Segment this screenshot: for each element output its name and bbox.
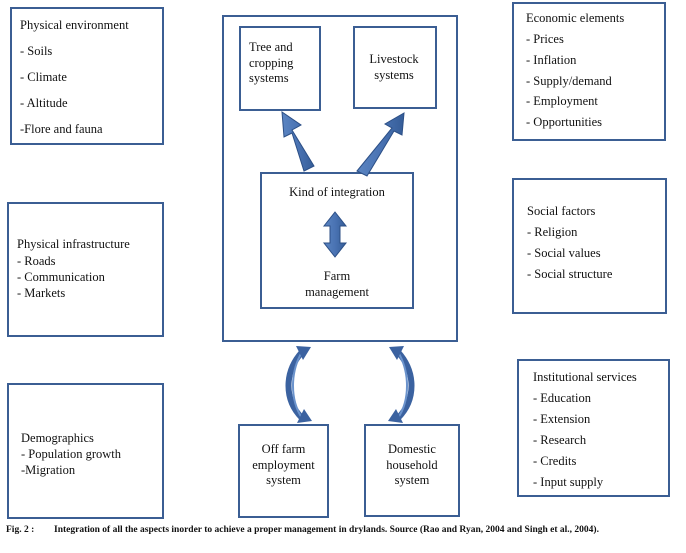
curved-arrow-right	[388, 346, 415, 423]
economic-elements-item: - Prices	[526, 32, 564, 46]
institutional-services-box: Institutional services - Education - Ext…	[517, 359, 670, 497]
demographics-item: - Population growth	[21, 447, 121, 461]
social-factors-item: - Religion	[527, 225, 578, 239]
demographics-title: Demographics	[21, 431, 94, 445]
social-factors-title: Social factors	[527, 204, 596, 218]
curved-arrow-left	[285, 346, 312, 423]
physical-environment-item: - Altitude	[20, 96, 68, 110]
institutional-services-item: - Education	[533, 391, 591, 405]
arrow-to-livestock	[356, 112, 405, 177]
physical-infrastructure-item: - Markets	[17, 286, 66, 300]
physical-infrastructure-item: - Roads	[17, 254, 56, 268]
figure-caption: Fig. 2 : Integration of all the aspects i…	[6, 525, 682, 537]
caption-text: Integration of all the aspects inorder t…	[54, 525, 599, 535]
off-farm-label: Off farm employment system	[252, 442, 315, 488]
physical-environment-item: - Climate	[20, 70, 67, 84]
demographics-box: Demographics - Population growth -Migrat…	[7, 383, 164, 519]
institutional-services-item: - Input supply	[533, 475, 604, 489]
economic-elements-title: Economic elements	[526, 11, 625, 25]
livestock-box: Livestock systems	[353, 26, 437, 109]
institutional-services-item: - Credits	[533, 454, 577, 468]
physical-environment-title: Physical environment	[20, 18, 129, 32]
tree-cropping-label: Tree and cropping systems	[249, 40, 294, 86]
economic-elements-item: - Supply/demand	[526, 74, 612, 88]
livestock-label: Livestock systems	[369, 52, 419, 82]
physical-environment-box: Physical environment - Soils - Climate -…	[10, 7, 164, 145]
social-factors-item: - Social values	[527, 246, 601, 260]
farm-management-label: Farm management	[305, 269, 369, 299]
institutional-services-item: - Research	[533, 433, 587, 447]
domestic-household-box: Domestic household system	[364, 424, 460, 517]
demographics-item: -Migration	[21, 463, 76, 477]
institutional-services-item: - Extension	[533, 412, 591, 426]
economic-elements-item: - Inflation	[526, 53, 577, 67]
economic-elements-item: - Opportunities	[526, 115, 603, 129]
social-factors-item: - Social structure	[527, 267, 613, 281]
economic-elements-box: Economic elements - Prices - Inflation -…	[512, 2, 666, 141]
physical-environment-item: -Flore and fauna	[20, 122, 103, 136]
social-factors-box: Social factors - Religion - Social value…	[512, 178, 667, 314]
off-farm-box: Off farm employment system	[238, 424, 329, 518]
domestic-household-label: Domestic household system	[386, 442, 438, 488]
caption-label: Fig. 2 :	[6, 525, 35, 535]
physical-infrastructure-title: Physical infrastructure	[17, 237, 130, 251]
arrow-to-tree-cropping	[281, 110, 315, 172]
kind-of-integration-label: Kind of integration	[289, 185, 385, 199]
economic-elements-item: - Employment	[526, 94, 598, 108]
physical-environment-item: - Soils	[20, 44, 53, 58]
integration-management-box: Kind of integration Farm management	[260, 172, 414, 309]
physical-infrastructure-item: - Communication	[17, 270, 105, 284]
physical-infrastructure-box: Physical infrastructure - Roads - Commun…	[7, 202, 164, 337]
tree-cropping-box: Tree and cropping systems	[239, 26, 321, 111]
institutional-services-title: Institutional services	[533, 370, 637, 384]
double-arrow-integration	[322, 211, 348, 258]
